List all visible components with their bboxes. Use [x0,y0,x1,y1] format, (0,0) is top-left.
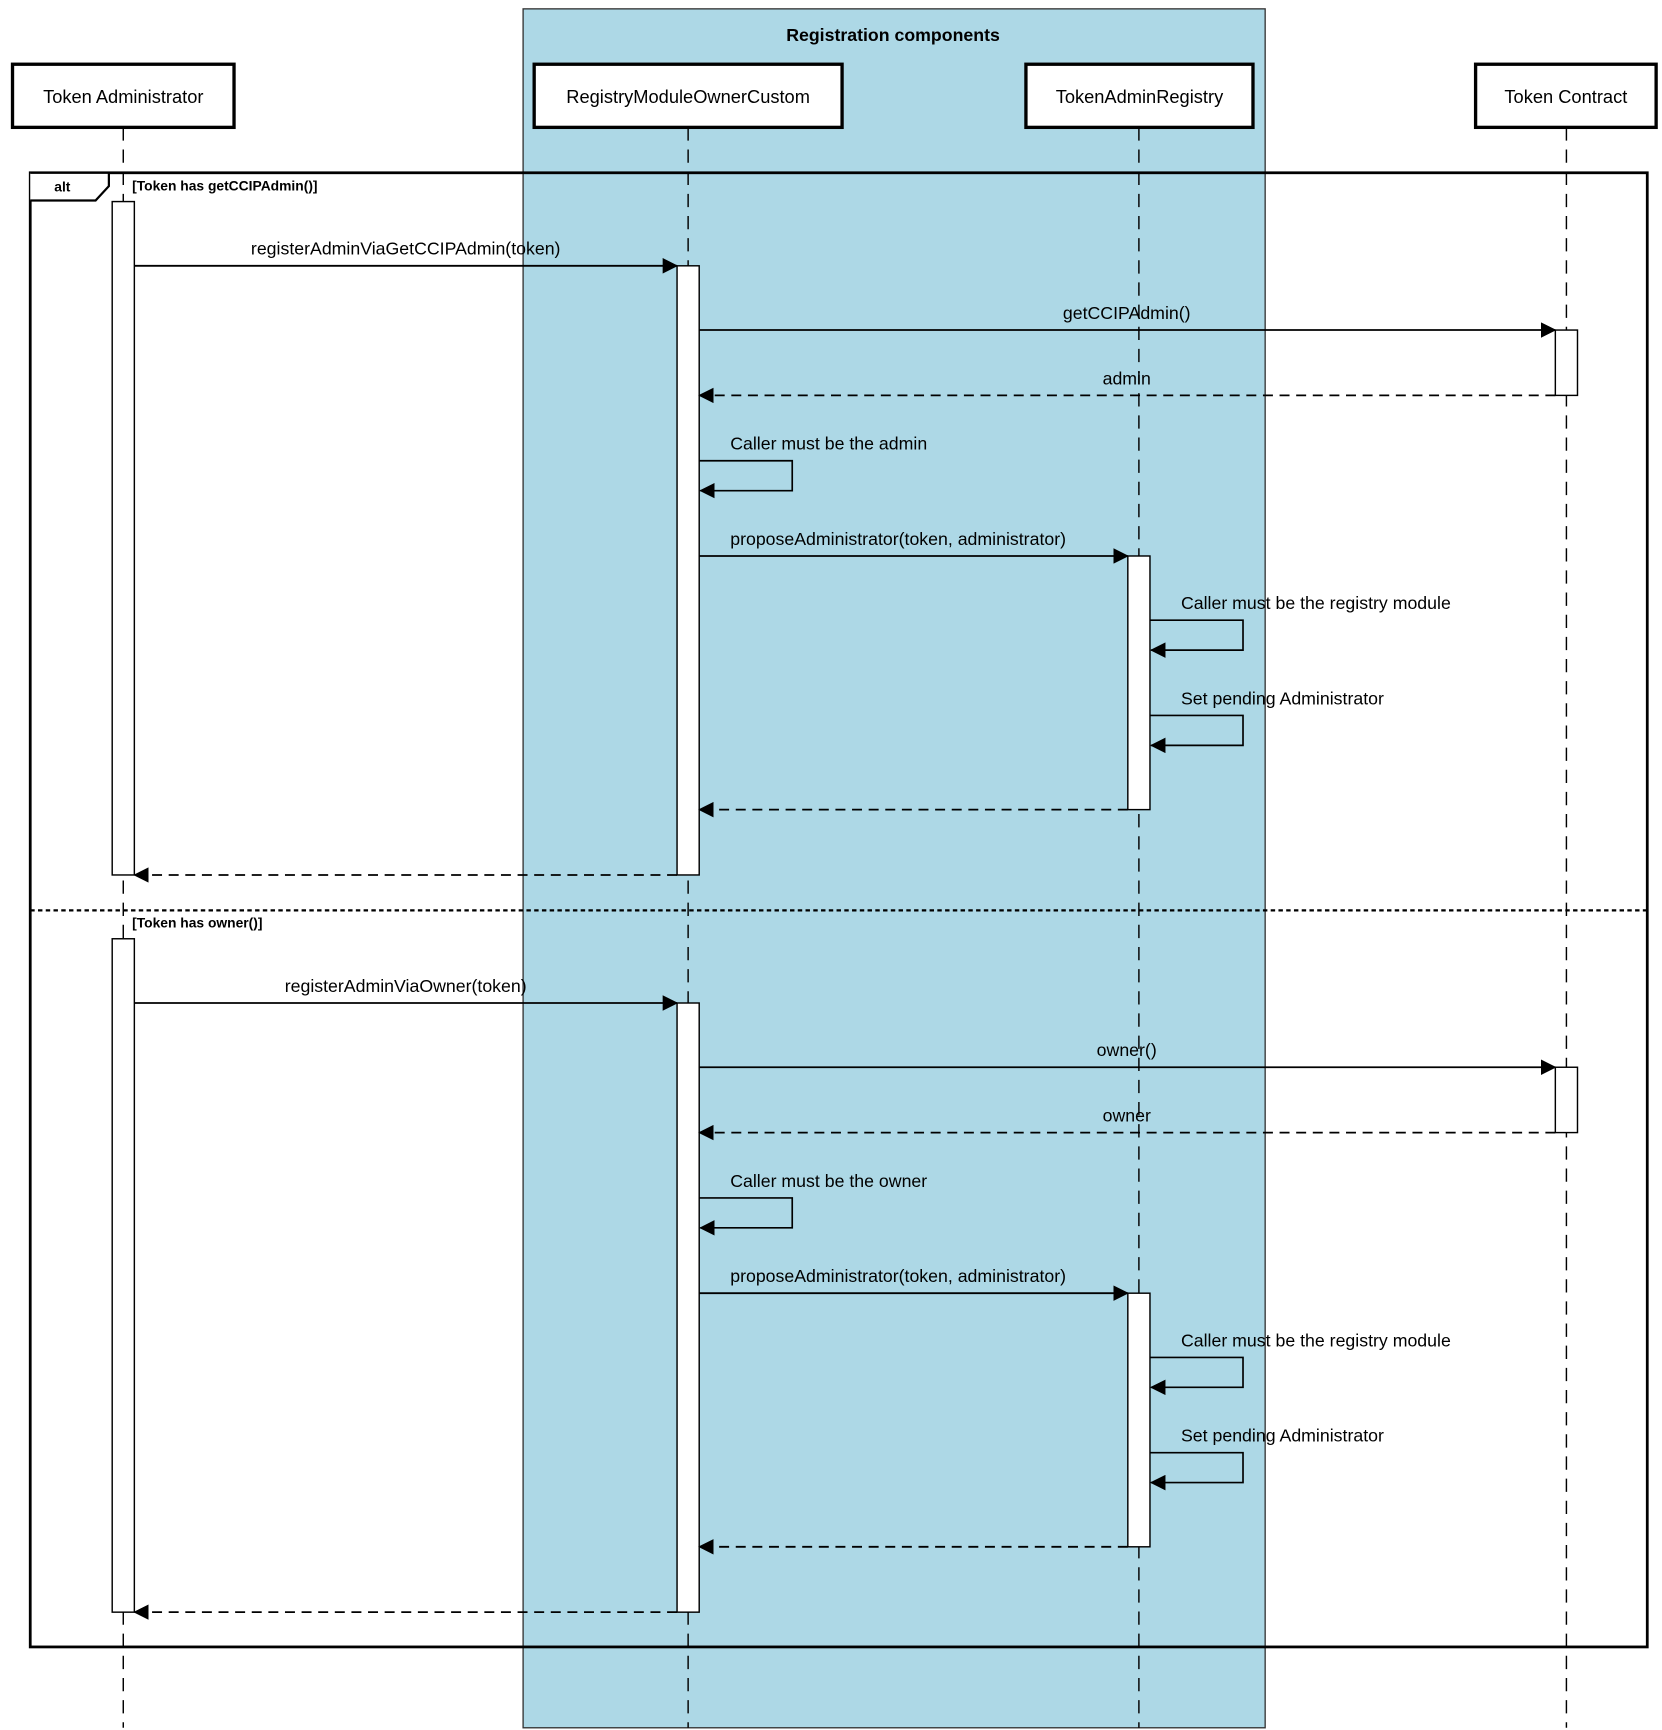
alt-operator-tab [30,171,110,202]
activation-admin [111,200,136,876]
activation-admin [111,938,136,1613]
participant-admin-label: Token Administrator [43,86,203,107]
participant-admin-box [10,62,236,130]
participant-tc-label: Token Contract [1504,86,1627,107]
activation-rmoc [676,1002,700,1613]
self-message-arrow [699,459,794,499]
activation-tar [1127,1292,1151,1548]
message-label: Caller must be the owner [730,1171,927,1191]
message-label: getCCIPAdmin() [1063,303,1191,323]
message-label: owner() [1097,1040,1157,1060]
message-label: Set pending Administrator [1181,1426,1384,1446]
alt-operator-label: alt [54,179,71,195]
activation-tc [1554,329,1579,397]
self-message-arrow [699,1197,794,1236]
activation-tar [1127,555,1151,811]
message-label: admin [1103,368,1151,388]
self-message-arrow [1149,619,1244,658]
operand-guard: [Token has getCCIPAdmin()] [132,177,317,193]
participant-tar-label: TokenAdminRegistry [1056,86,1224,107]
message-label: owner [1103,1106,1151,1126]
message-label: registerAdminViaGetCCIPAdmin(token) [251,239,561,259]
operand-guard: [Token has owner()] [132,915,262,931]
group-title: Registration components [786,25,1000,45]
message-label: registerAdminViaOwner(token) [285,976,527,996]
self-message-arrow [1149,714,1244,754]
self-message-arrow [1149,1451,1244,1491]
participant-rmoc-label: RegistryModuleOwnerCustom [566,86,810,107]
message-label: Set pending Administrator [1181,688,1384,708]
message-label: proposeAdministrator(token, administrato… [730,529,1066,549]
message-label: Caller must be the admin [730,434,927,454]
activation-rmoc [676,265,700,876]
participant-tar-box [1024,62,1255,130]
activation-tc [1554,1066,1579,1134]
self-message-arrow [1149,1356,1244,1396]
message-label: Caller must be the registry module [1181,593,1451,613]
participant-rmoc-box [532,62,844,130]
message-label: proposeAdministrator(token, administrato… [730,1266,1066,1286]
message-label: Caller must be the registry module [1181,1330,1451,1350]
participant-tc-box [1473,62,1658,130]
